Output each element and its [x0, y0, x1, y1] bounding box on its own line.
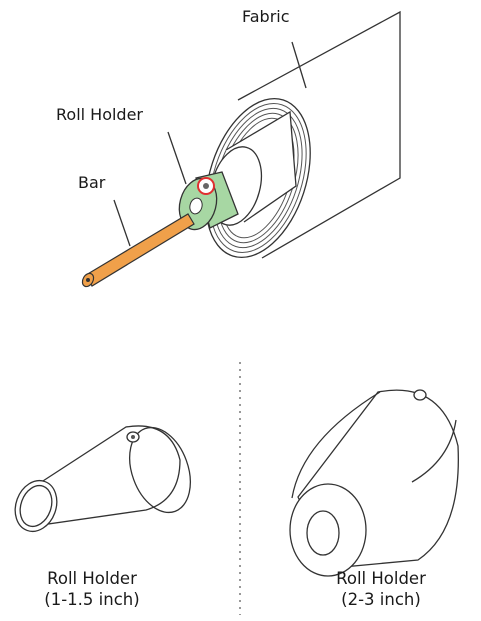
large-roll-holder-caption: Roll Holder (2-3 inch) — [291, 568, 471, 610]
small-roll-holder-illustration — [14, 425, 191, 533]
small-caption-line2: (1-1.5 inch) — [44, 590, 140, 609]
roll-holder-label: Roll Holder — [56, 105, 144, 124]
small-caption-line1: Roll Holder — [47, 569, 137, 588]
bar-shaft — [81, 213, 195, 288]
roll-holder-leader — [167, 131, 187, 185]
large-caption-line2: (2-3 inch) — [341, 590, 421, 609]
bar-leader — [113, 199, 131, 247]
fabric-label: Fabric — [242, 7, 290, 26]
bar-label: Bar — [78, 173, 106, 192]
fabric-roll — [205, 10, 401, 259]
small-roll-holder-caption: Roll Holder (1-1.5 inch) — [2, 568, 182, 610]
fabric-leader — [291, 41, 307, 89]
large-caption-line1: Roll Holder — [336, 569, 426, 588]
large-roll-holder-illustration — [289, 389, 459, 577]
